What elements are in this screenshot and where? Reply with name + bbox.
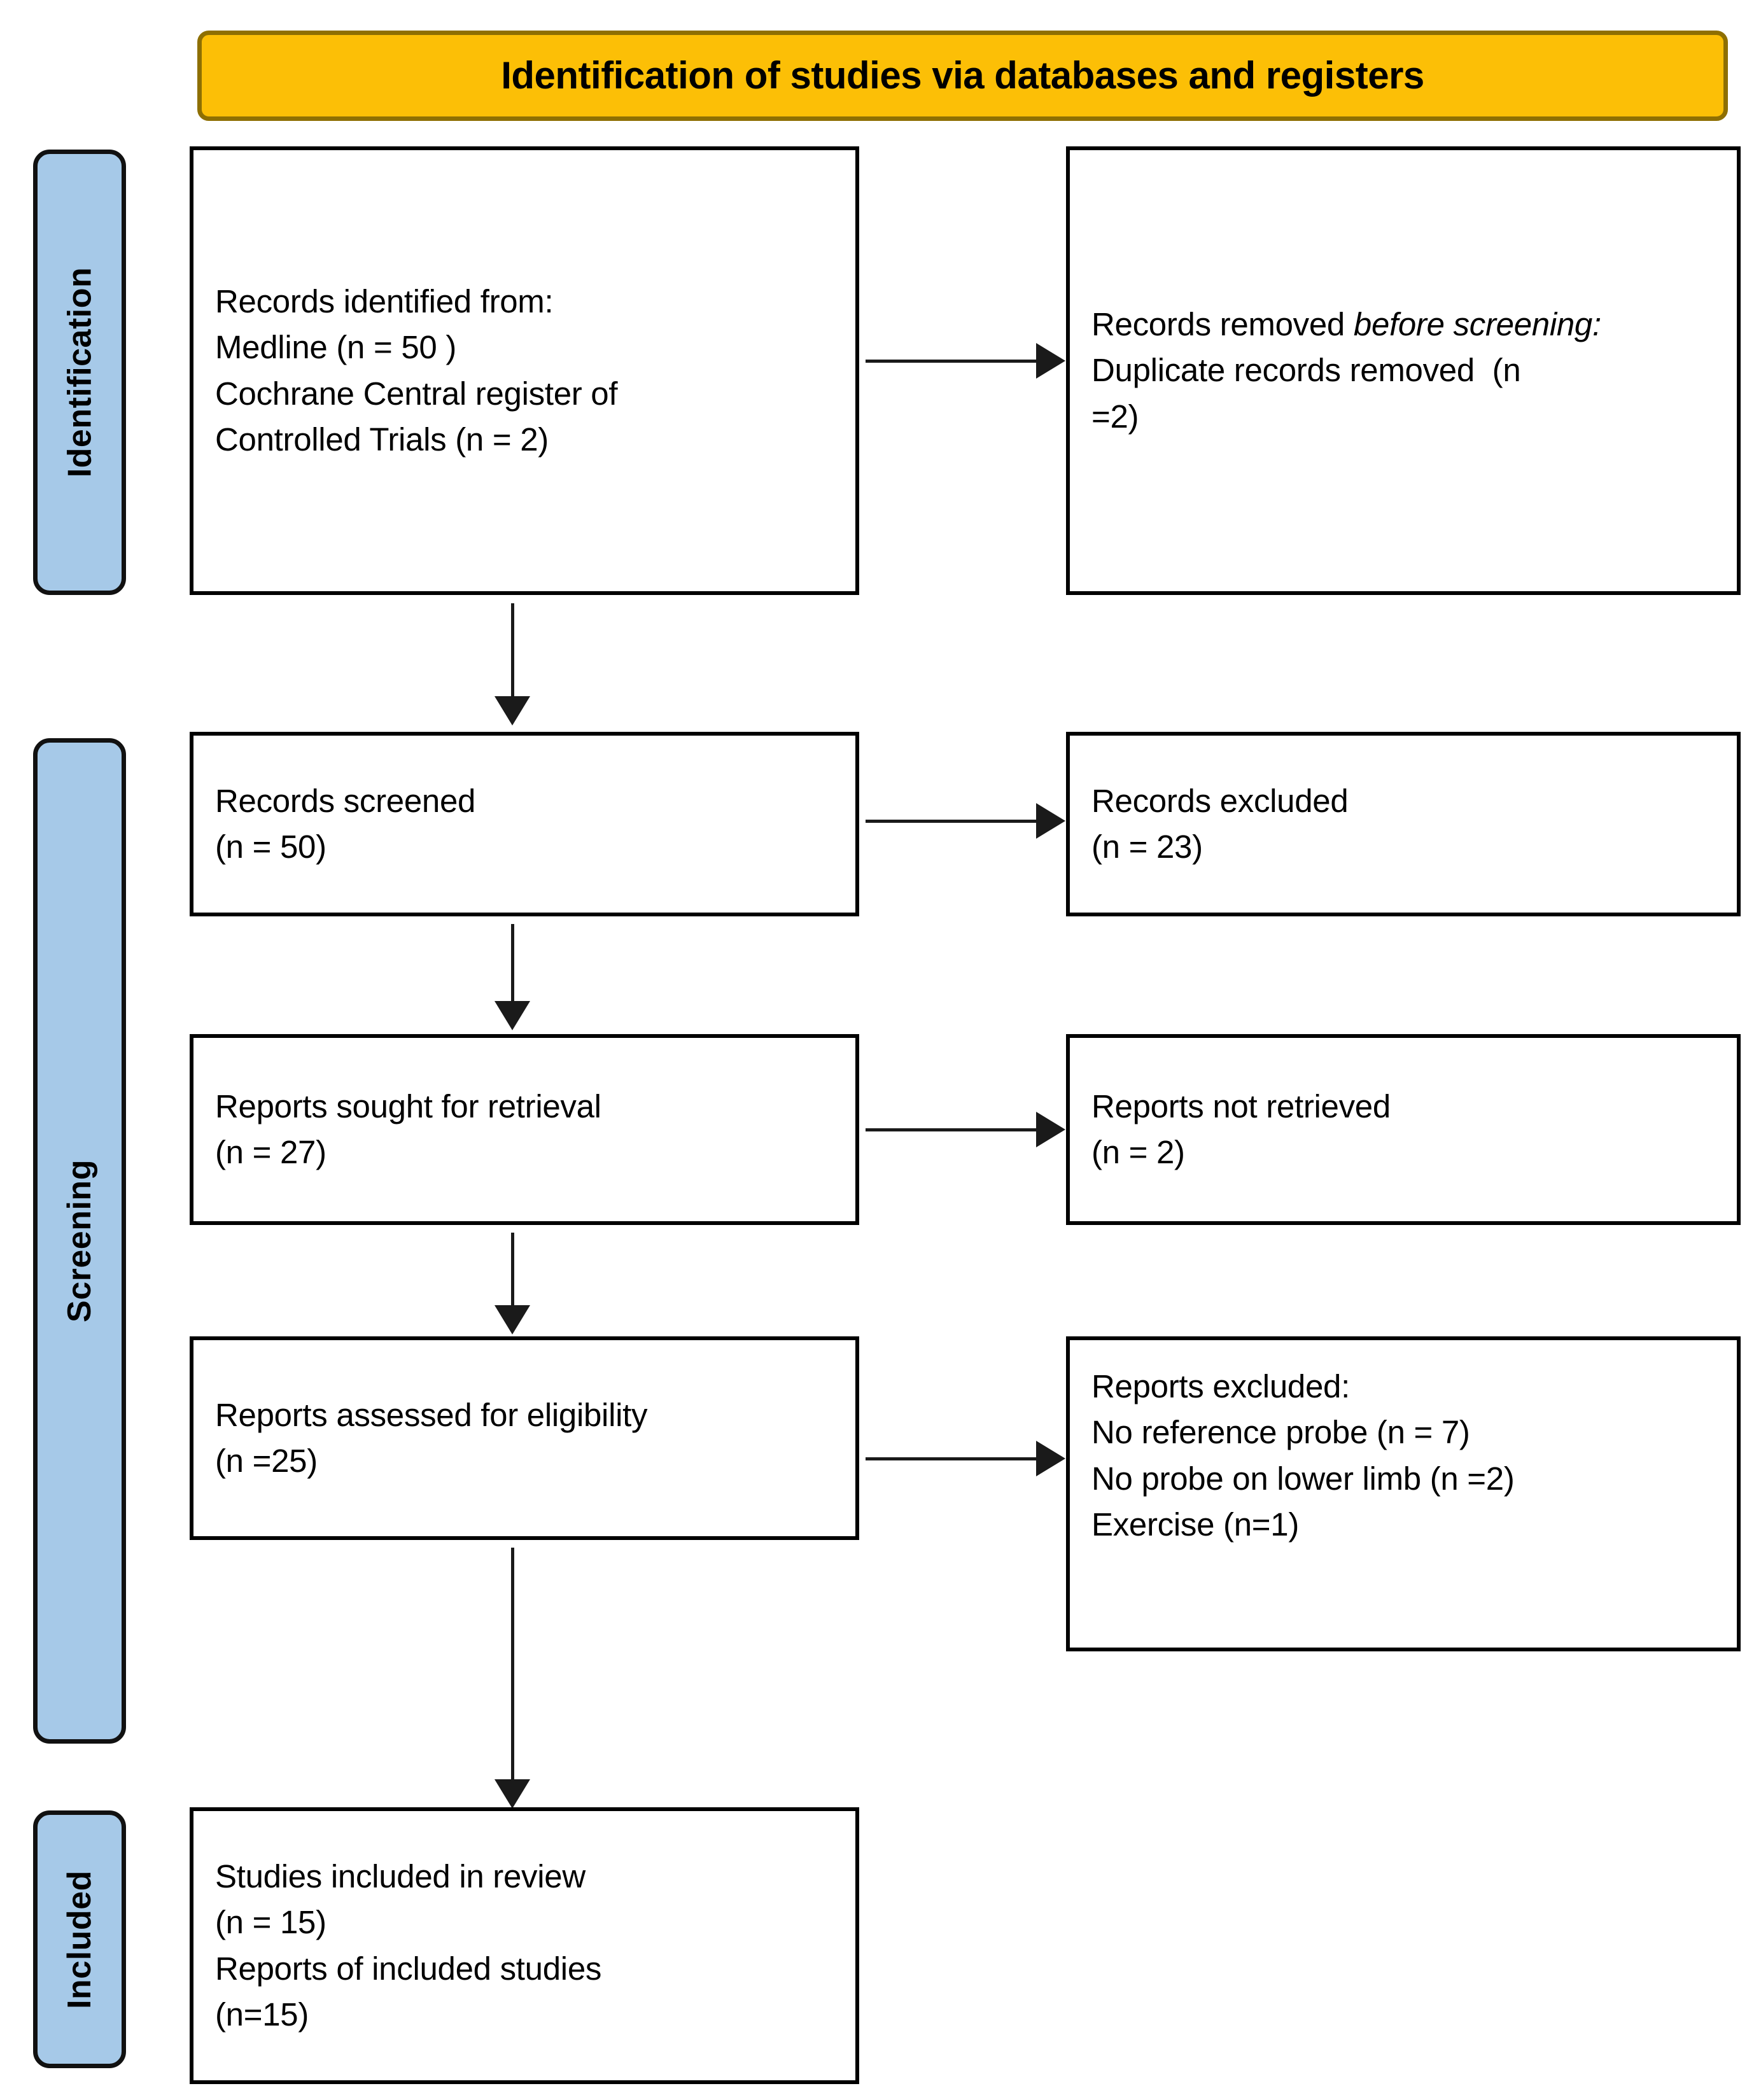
arrow-screened-to-sought	[511, 924, 514, 1004]
arrow-screened-to-excluded	[866, 820, 1039, 823]
box-records-removed-before-screening: Records removed before screening: Duplic…	[1066, 146, 1741, 595]
box-records-excluded: Records excluded (n = 23)	[1066, 732, 1741, 916]
records-removed-rest: Duplicate records removed (n =2)	[1091, 352, 1521, 435]
box-records-screened-text: Records screened (n = 50)	[215, 782, 476, 865]
arrow-assessed-to-excluded	[866, 1457, 1039, 1460]
box-reports-not-retrieved-text: Reports not retrieved (n = 2)	[1091, 1088, 1391, 1170]
box-reports-sought: Reports sought for retrieval (n = 27)	[190, 1034, 859, 1225]
box-reports-assessed: Reports assessed for eligibility (n =25)	[190, 1336, 859, 1540]
arrow-sought-to-not-retrieved	[866, 1128, 1039, 1131]
arrow-assessed-to-included-head	[495, 1779, 530, 1809]
records-removed-lead: Records removed	[1091, 305, 1354, 342]
arrow-assessed-to-included	[511, 1548, 514, 1783]
box-records-screened: Records screened (n = 50)	[190, 732, 859, 916]
box-records-excluded-text: Records excluded (n = 23)	[1091, 782, 1349, 865]
box-reports-assessed-text: Reports assessed for eligibility (n =25)	[215, 1396, 648, 1479]
arrow-screened-to-sought-head	[495, 1001, 530, 1030]
records-removed-colon: :	[1592, 305, 1601, 342]
stage-label-identification: Identification	[33, 150, 126, 595]
box-records-removed-text: Records removed before screening: Duplic…	[1091, 302, 1715, 440]
stage-label-included: Included	[33, 1810, 126, 2068]
box-reports-excluded: Reports excluded: No reference probe (n …	[1066, 1336, 1741, 1651]
arrow-identified-to-removed	[866, 360, 1039, 363]
arrow-identified-to-removed-head	[1036, 343, 1065, 379]
box-studies-included-text: Studies included in review (n = 15) Repo…	[215, 1858, 602, 2033]
arrow-sought-to-assessed	[511, 1233, 514, 1308]
stage-label-identification-text: Identification	[61, 267, 98, 478]
stage-label-screening-text: Screening	[61, 1159, 99, 1322]
box-reports-excluded-text: Reports excluded: No reference probe (n …	[1091, 1368, 1515, 1543]
box-reports-not-retrieved: Reports not retrieved (n = 2)	[1066, 1034, 1741, 1225]
stage-label-included-text: Included	[61, 1870, 99, 2009]
diagram-title: Identification of studies via databases …	[501, 54, 1424, 97]
arrow-screened-to-excluded-head	[1036, 803, 1065, 839]
arrow-identified-to-screened-head	[495, 696, 530, 725]
records-removed-emphasis: before screening	[1353, 305, 1592, 342]
arrow-sought-to-assessed-head	[495, 1305, 530, 1334]
arrow-identified-to-screened	[511, 603, 514, 699]
box-reports-sought-text: Reports sought for retrieval (n = 27)	[215, 1088, 601, 1170]
stage-label-screening: Screening	[33, 738, 126, 1744]
diagram-header-banner: Identification of studies via databases …	[197, 31, 1728, 121]
box-studies-included: Studies included in review (n = 15) Repo…	[190, 1807, 859, 2084]
arrow-assessed-to-excluded-head	[1036, 1441, 1065, 1476]
box-records-identified: Records identified from: Medline (n = 50…	[190, 146, 859, 595]
arrow-sought-to-not-retrieved-head	[1036, 1112, 1065, 1147]
box-records-identified-text: Records identified from: Medline (n = 50…	[215, 283, 618, 458]
